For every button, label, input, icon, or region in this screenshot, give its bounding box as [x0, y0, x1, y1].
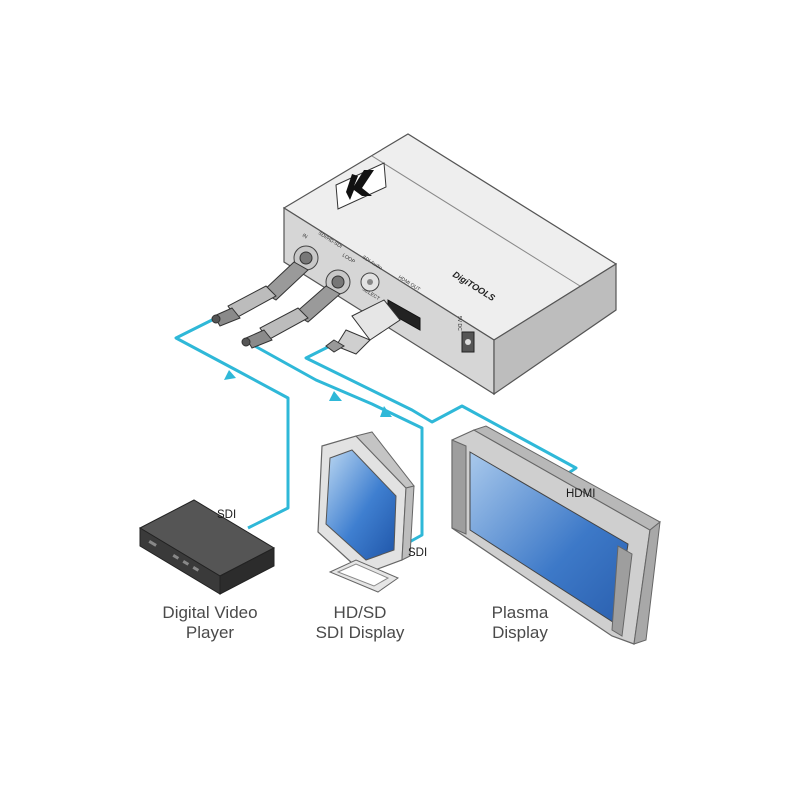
hdmi-label: HDMI — [566, 488, 595, 500]
caption-sdi-display: HD/SD SDI Display — [290, 603, 430, 643]
caption-plasma-line2: Display — [492, 623, 548, 642]
sdi-input-label: SDI — [217, 509, 236, 521]
bnc-in-port — [293, 245, 319, 271]
port-label-in: IN — [301, 233, 309, 241]
caption-digital-video-player: Digital Video Player — [130, 603, 290, 643]
brand-logo — [335, 162, 387, 210]
port-label-power: 5V DC — [456, 316, 462, 331]
arrow-down-1 — [329, 391, 342, 401]
caption-plasma-line1: Plasma — [491, 603, 549, 622]
caption-player-line2: Player — [185, 623, 235, 642]
digital-video-player — [138, 499, 276, 595]
hdmi-cable — [304, 344, 578, 482]
bnc-plug-loop — [241, 285, 341, 349]
converter-unit: DigiTOOLS IN SDI/HD-SDI LOOP SDI Audio S… — [211, 133, 618, 396]
caption-player-line1: Digital Video — [162, 603, 258, 622]
sdi-loop-label: SDI — [408, 547, 427, 559]
power-port — [461, 331, 475, 353]
caption-sdi-display-line2: SDI Display — [315, 623, 405, 642]
sdi-loop-cable — [243, 338, 424, 547]
hdmi-plug — [325, 299, 401, 355]
unit-side — [493, 262, 617, 396]
sdi-monitor — [317, 431, 415, 593]
caption-sdi-display-line1: HD/SD — [333, 603, 387, 622]
cables — [174, 316, 578, 547]
caption-plasma-display: Plasma Display — [460, 603, 580, 643]
plasma-display — [451, 425, 661, 645]
arrow-up — [224, 370, 236, 380]
audio-select-knob — [360, 272, 380, 292]
arrow-down-2 — [380, 406, 392, 417]
sdi-input-cable — [174, 316, 290, 530]
bnc-plug-in — [211, 261, 309, 327]
